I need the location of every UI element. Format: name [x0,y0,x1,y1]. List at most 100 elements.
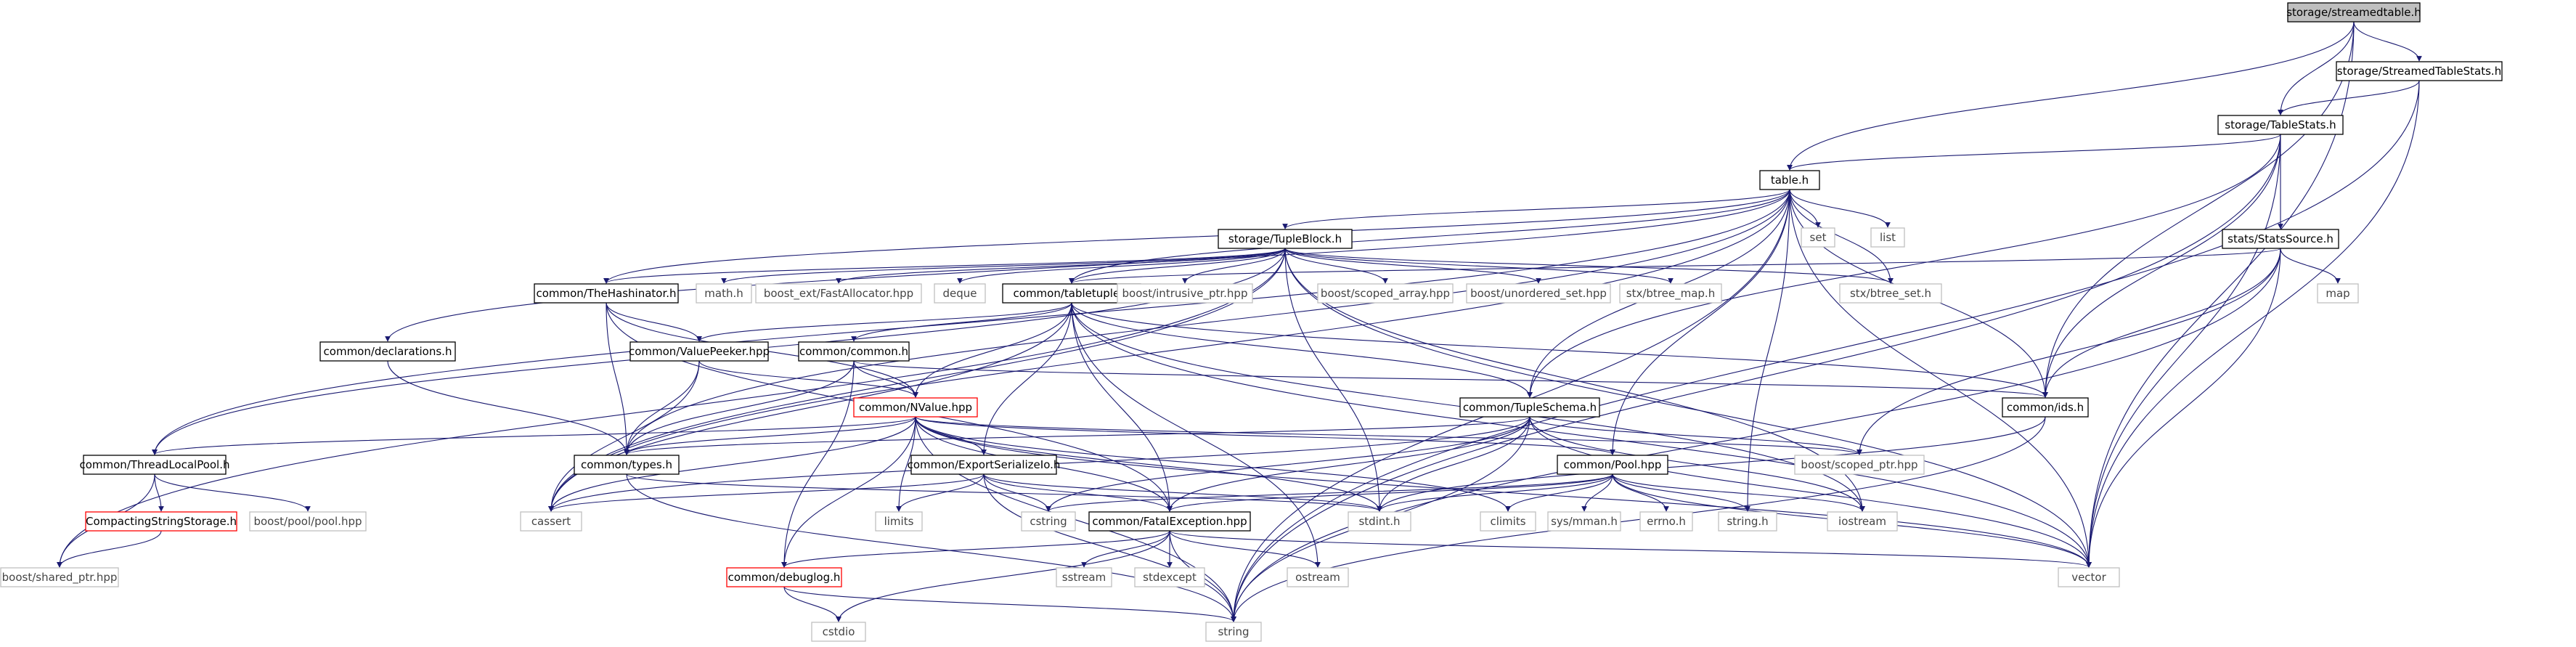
node-sys-mman-h: sys/mman.h [1547,511,1621,532]
node-label: common/types.h [581,458,672,471]
edge-table-to-tb [1282,189,1790,229]
node-common-declarations-h[interactable]: common/declarations.h [319,341,456,362]
node-label: table.h [1771,174,1809,187]
edge-pool-to-climits [1505,473,1613,512]
node-label: common/declarations.h [324,345,452,358]
node-common-threadlocalpool-h[interactable]: common/ThreadLocalPool.h [79,455,230,475]
node-common-types-h[interactable]: common/types.h [574,455,680,475]
edge-table-to-pool [1610,189,1790,455]
node-box [1088,511,1251,532]
edge-nv-to-types [624,416,916,455]
node-list: list [1870,227,1905,248]
node-label: deque [942,287,977,300]
node-common-pool-hpp[interactable]: common/Pool.hpp [1557,455,1668,475]
edge-dl-to-string [783,586,1236,622]
node-label: sstream [1062,571,1106,584]
node-label: CompactingStringStorage.h [86,515,237,528]
node-label: vector [2071,571,2106,584]
edge-nv-to-pool [915,416,1615,455]
node-cassert: cassert [520,511,582,532]
edge-sts-to-string [1231,80,2420,622]
node-common-common-h[interactable]: common/common.h [798,341,910,362]
node-boost-scoped-ptr-hpp: boost/scoped_ptr.hpp [1794,455,1925,475]
node-climits: climits [1480,511,1536,532]
node-label: common/ExportSerializeIo.h [908,458,1061,471]
edge-pool-to-strh [1612,473,1750,512]
node-storage-streamedtablestats-h[interactable]: storage/StreamedTableStats.h [2336,61,2503,81]
edge-tt-to-nv [913,302,1072,398]
node-deque: deque [934,283,986,304]
edge-tb-to-ip [1182,248,1286,284]
node-math-h: math.h [696,283,752,304]
edge-ts-to-tsch [1527,134,2281,398]
node-label: storage/TableStats.h [2225,118,2336,131]
node-box [1287,567,1349,587]
node-label: string [1218,625,1249,638]
node-storage-streamedtable-h[interactable]: storage/streamedtable.h [2286,2,2421,23]
node-stx-btree-map-h: stx/btree_map.h [1619,283,1722,304]
edge-tt-to-vp [696,302,1072,342]
edge-tsch-to-types [624,416,1530,455]
node-common-exportserializeio-h[interactable]: common/ExportSerializeIo.h [908,455,1061,475]
node-common-tupleschema-h[interactable]: common/TupleSchema.h [1459,397,1600,418]
node-cstring: cstring [1021,511,1076,532]
edge-nv-to-vector [915,416,2092,568]
node-boost-shared-ptr-hpp: boost/shared_ptr.hpp [0,567,119,587]
edge-tsch-to-vector [1529,416,2092,568]
node-box [2058,567,2120,587]
node-box [1557,455,1668,475]
node-table-h[interactable]: table.h [1759,170,1820,190]
edge-table-to-bts [1789,189,1894,284]
edge-sts-to-vector [2086,80,2420,568]
node-label: boost/scoped_array.hpp [1321,287,1450,301]
node-sstream: sstream [1056,567,1112,587]
node-label: stdexcept [1143,571,1197,584]
node-stdexcept: stdexcept [1134,567,1205,587]
node-map: map [2317,283,2359,304]
edge-pool-to-fe [1167,473,1613,512]
node-label: ostream [1295,571,1340,584]
node-label: cstdio [823,625,855,638]
node-common-debuglog-h[interactable]: common/debuglog.h [726,567,842,587]
edge-th-to-vp [606,302,702,342]
edge-table-to-tlp [152,189,1790,455]
node-box [1839,283,1942,304]
edge-css-to-shp [57,530,162,568]
edge-tb-to-sa [1284,248,1388,284]
node-label: common/FatalException.hpp [1092,515,1247,528]
node-box [1870,227,1905,248]
node-boost-scoped-array-hpp: boost/scoped_array.hpp [1317,283,1454,304]
node-box [2002,397,2089,418]
node-box [811,622,866,642]
node-label: storage/streamedtable.h [2286,6,2421,19]
node-common-thehashinator-h[interactable]: common/TheHashinator.h [534,283,679,304]
edge-table-to-tt [1069,189,1790,284]
edge-ids-to-string [1231,416,2046,622]
node-box [2336,61,2503,81]
edge-cc-to-ids [853,360,2048,398]
edge-es-to-cassert [548,473,985,512]
node-label: common/Pool.hpp [1564,458,1662,471]
node-boost-unordered-set-hpp: boost/unordered_set.hpp [1466,283,1611,304]
node-box [83,455,227,475]
node-cstdio: cstdio [811,622,866,642]
edge-ss-to-string [1231,248,2281,622]
edge-ss-to-vector [2086,248,2281,568]
edge-ss-to-sp [1856,248,2281,455]
node-label: common/ThreadLocalPool.h [79,458,229,471]
node-box [2222,229,2339,249]
node-storage-tablestats-h[interactable]: storage/TableStats.h [2217,115,2344,135]
node-common-nvalue-hpp[interactable]: common/NValue.hpp [853,397,978,418]
node-label: common/TheHashinator.h [536,287,676,300]
node-box [1639,511,1693,532]
node-stats-statssource-h[interactable]: stats/StatsSource.h [2222,229,2339,249]
node-storage-tupleblock-h[interactable]: storage/TupleBlock.h [1218,229,1353,249]
node-common-valuepeeker-hpp[interactable]: common/ValuePeeker.hpp [629,341,770,362]
node-common-ids-h[interactable]: common/ids.h [2002,397,2089,418]
edge-root-to-ts [2278,21,2355,115]
edge-pool-to-iostream [1612,473,1865,512]
node-compactingstringstorage-h[interactable]: CompactingStringStorage.h [85,511,237,532]
edge-tb-to-vector [1284,248,2092,568]
node-common-fatalexception-hpp[interactable]: common/FatalException.hpp [1088,511,1251,532]
node-box [1718,511,1777,532]
